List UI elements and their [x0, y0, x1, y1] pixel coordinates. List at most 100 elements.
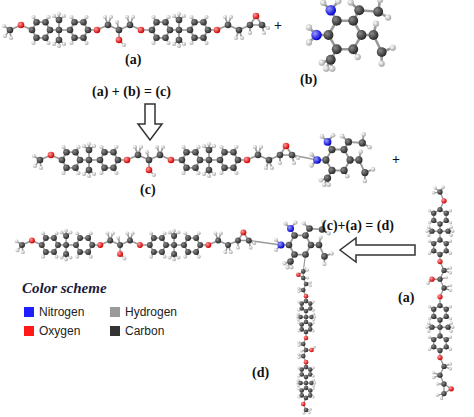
- legend-swatch: [110, 307, 120, 317]
- atom-ball: [449, 386, 454, 391]
- atom-ball: [114, 145, 118, 149]
- atom-ball: [266, 157, 273, 164]
- atom-ball: [57, 44, 61, 48]
- atom-ball: [47, 27, 54, 34]
- atom-ball: [155, 145, 159, 149]
- atom-ball: [80, 34, 87, 41]
- atom-ball: [428, 240, 431, 243]
- atom-ball: [297, 379, 300, 382]
- atom-ball: [426, 230, 429, 233]
- atom-ball: [289, 265, 293, 269]
- atom-ball: [312, 387, 315, 390]
- atom-ball: [109, 15, 113, 19]
- atom-ball: [63, 233, 69, 239]
- atom-ball: [137, 242, 143, 248]
- atom-ball: [428, 252, 431, 255]
- atom-ball: [427, 322, 430, 325]
- atom-ball: [312, 375, 315, 378]
- atom-ball: [163, 242, 169, 248]
- atom-ball: [61, 171, 65, 175]
- atom-ball: [357, 30, 367, 40]
- atom-ball: [444, 211, 449, 216]
- atom-ball: [56, 17, 63, 24]
- reaction-equation: (a) + (b) = (c): [92, 84, 171, 100]
- atom-ball: [177, 12, 181, 16]
- atom-ball: [297, 321, 300, 324]
- atom-layer: [2, 0, 455, 415]
- atom-ball: [124, 157, 131, 164]
- atom-ball: [354, 5, 364, 15]
- atom-ball: [214, 27, 221, 34]
- atom-ball: [215, 238, 221, 244]
- atom-ball: [441, 198, 446, 203]
- atom-ball: [437, 221, 442, 226]
- atom-ball: [313, 346, 316, 349]
- molecule-label: (d): [252, 365, 269, 381]
- atom-ball: [297, 366, 300, 369]
- atom-ball: [436, 382, 439, 385]
- atom-ball: [221, 164, 228, 171]
- atom-ball: [179, 157, 186, 164]
- atom-ball: [286, 242, 293, 249]
- atom-ball: [200, 34, 207, 41]
- atom-ball: [204, 15, 208, 19]
- atom-ball: [255, 152, 262, 159]
- molecule-label: (c): [140, 182, 156, 198]
- atom-ball: [450, 322, 453, 325]
- atom-ball: [319, 178, 324, 183]
- atom-ball: [345, 138, 352, 145]
- atom-ball: [80, 19, 87, 26]
- atom-ball: [437, 317, 442, 322]
- atom-ball: [159, 249, 165, 255]
- atom-ball: [69, 41, 73, 45]
- atom-ball: [161, 145, 165, 149]
- atom-ball: [149, 255, 153, 259]
- atom-ball: [306, 39, 312, 45]
- atom-ball: [449, 209, 452, 212]
- atom-ball: [29, 27, 36, 34]
- atom-ball: [187, 27, 194, 34]
- molecule-label: (b): [300, 72, 317, 88]
- atom-ball: [259, 145, 263, 149]
- atom-ball: [303, 267, 306, 270]
- atom-ball: [304, 365, 309, 370]
- atom-ball: [152, 173, 156, 177]
- atom-ball: [89, 242, 95, 248]
- atom-ball: [151, 15, 155, 19]
- atom-ball: [297, 287, 300, 290]
- atom-ball: [355, 54, 361, 60]
- atom-ball: [308, 242, 315, 249]
- atom-ball: [196, 171, 200, 175]
- atom-ball: [437, 303, 442, 308]
- atom-ball: [230, 149, 237, 156]
- atom-ball: [219, 231, 223, 235]
- atom-ball: [304, 381, 309, 386]
- atom-ball: [278, 161, 282, 165]
- atom-ball: [437, 259, 442, 264]
- atom-ball: [110, 164, 117, 171]
- atom-ball: [202, 172, 206, 176]
- legend-label: Nitrogen: [39, 305, 84, 319]
- atom-ball: [219, 171, 223, 175]
- atom-ball: [441, 364, 446, 369]
- atom-ball: [304, 320, 309, 325]
- atom-ball: [431, 314, 436, 319]
- atom-ball: [266, 26, 270, 30]
- atom-ball: [52, 14, 56, 18]
- atom-ball: [301, 288, 306, 293]
- atom-ball: [287, 258, 294, 265]
- atom-ball: [185, 249, 191, 255]
- atom-ball: [293, 220, 297, 224]
- atom-ball: [206, 167, 213, 174]
- atom-ball: [355, 156, 362, 163]
- atom-ball: [309, 348, 314, 353]
- atom-ball: [444, 344, 449, 349]
- atom-ball: [99, 171, 103, 175]
- atom-ball: [103, 15, 107, 19]
- atom-ball: [445, 229, 450, 234]
- atom-ball: [46, 15, 50, 19]
- atom-ball: [301, 354, 306, 359]
- atom-ball: [110, 149, 117, 156]
- atom-ball: [212, 172, 216, 176]
